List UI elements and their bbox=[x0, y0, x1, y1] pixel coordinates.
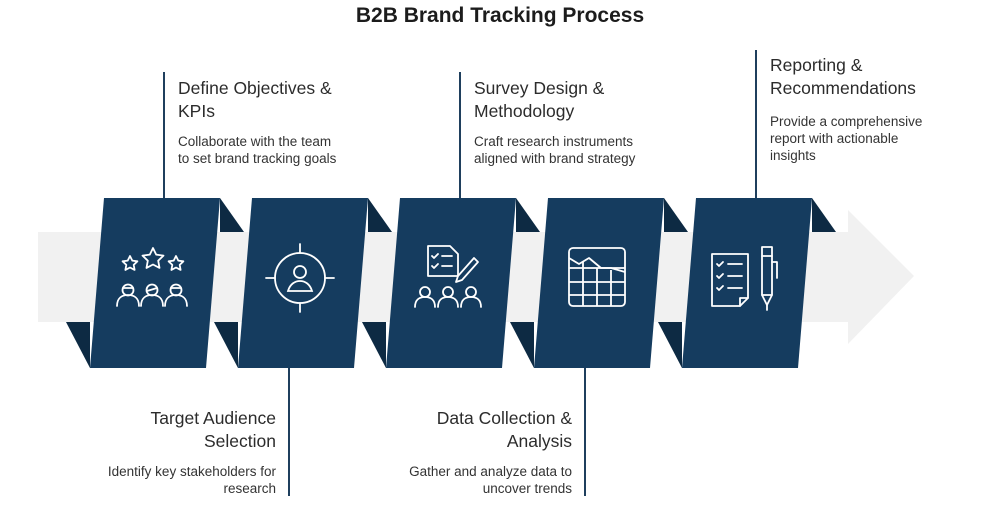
step-2-description: Identify key stakeholders for research bbox=[56, 463, 276, 497]
step-panel-4 bbox=[510, 198, 688, 368]
step-panel-1 bbox=[66, 198, 244, 368]
step-2-title-line-2: Selection bbox=[204, 431, 276, 451]
step-2-desc-line-1: Identify key stakeholders for bbox=[107, 464, 276, 479]
step-1-desc-line-2: to set brand tracking goals bbox=[178, 151, 337, 166]
step-1-desc-line-1: Collaborate with the team bbox=[178, 134, 332, 149]
step-panel-3 bbox=[362, 198, 540, 368]
step-3-desc-line-2: aligned with brand strategy bbox=[474, 151, 636, 166]
step-1-title: Define Objectives & KPIs bbox=[178, 77, 378, 123]
step-4-title-line-1: Data Collection & bbox=[436, 408, 572, 428]
step-5-title-line-1: Reporting & bbox=[770, 55, 863, 75]
step-4-description: Gather and analyze data to uncover trend… bbox=[352, 463, 572, 497]
chart-grid-icon bbox=[568, 247, 626, 307]
step-5-title-line-2: Recommendations bbox=[770, 78, 916, 98]
stars-people-icon bbox=[116, 247, 188, 307]
step-2-title-line-1: Target Audience bbox=[150, 408, 276, 428]
step-4-desc-line-2: uncover trends bbox=[482, 481, 572, 496]
step-5-desc-line-2: report with actionable bbox=[770, 131, 899, 146]
step-4-title: Data Collection & Analysis bbox=[372, 407, 572, 453]
step-1-title-line-2: KPIs bbox=[178, 101, 215, 121]
step-panel-5 bbox=[658, 198, 836, 368]
step-3-description: Craft research instruments aligned with … bbox=[474, 133, 684, 167]
step-2-desc-line-2: research bbox=[223, 481, 276, 496]
step-panel-2 bbox=[214, 198, 392, 368]
target-person-icon bbox=[265, 243, 335, 313]
step-5-desc-line-3: insights bbox=[770, 148, 816, 163]
step-5-description: Provide a comprehensive report with acti… bbox=[770, 113, 990, 164]
step-3-title: Survey Design & Methodology bbox=[474, 77, 674, 123]
step-3-title-line-2: Methodology bbox=[474, 101, 575, 121]
survey-people-icon bbox=[414, 245, 482, 308]
step-5-title: Reporting & Recommendations bbox=[770, 54, 990, 100]
step-1-description: Collaborate with the team to set brand t… bbox=[178, 133, 378, 167]
step-1-title-line-1: Define Objectives & bbox=[178, 78, 332, 98]
step-2-title: Target Audience Selection bbox=[76, 407, 276, 453]
step-3-desc-line-1: Craft research instruments bbox=[474, 134, 634, 149]
step-3-title-line-1: Survey Design & bbox=[474, 78, 605, 98]
step-4-title-line-2: Analysis bbox=[506, 431, 572, 451]
step-5-desc-line-1: Provide a comprehensive bbox=[770, 114, 923, 129]
step-4-desc-line-1: Gather and analyze data to bbox=[409, 464, 572, 479]
diagram-title: B2B Brand Tracking Process bbox=[355, 4, 645, 27]
report-pen-icon bbox=[711, 246, 778, 311]
